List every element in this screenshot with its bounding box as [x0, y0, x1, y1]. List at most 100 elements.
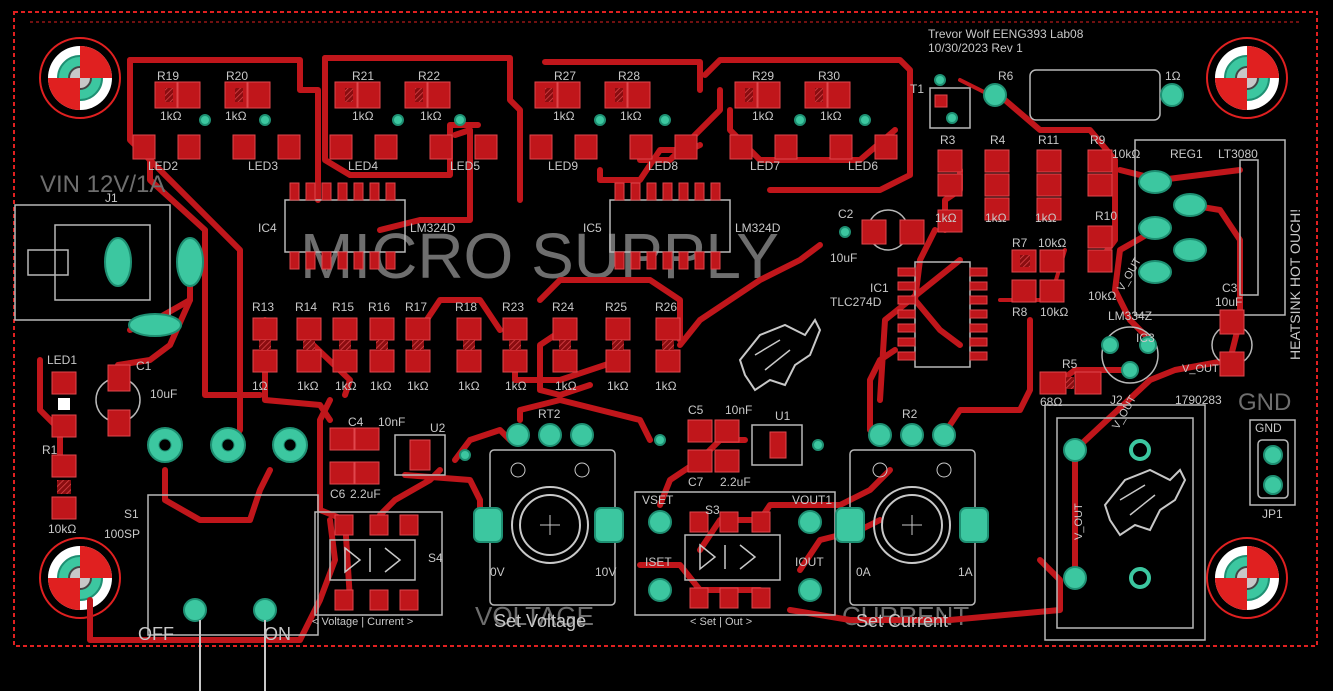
c7-label: C7 — [688, 475, 704, 489]
c6-label: C6 — [330, 487, 346, 501]
power-test-points — [147, 427, 308, 463]
author-line: Trevor Wolf EENG393 Lab08 — [928, 27, 1084, 41]
resistor-pad — [655, 317, 681, 341]
vout1-label: VOUT1 — [792, 493, 832, 507]
u1-label: U1 — [775, 409, 791, 423]
ic-pin — [321, 182, 332, 201]
rt2-label: RT2 — [538, 407, 561, 421]
ic-pin — [897, 267, 916, 277]
ic-pin — [678, 182, 689, 201]
voltage-current-switch-label: < Voltage | Current > — [312, 616, 413, 628]
r15-label: R15 — [332, 300, 354, 314]
one-a-label: 1A — [958, 565, 973, 579]
r2-current-potentiometer[interactable] — [835, 423, 989, 606]
led1 — [51, 371, 77, 438]
s1-power-switch[interactable] — [147, 494, 319, 691]
resistor-body — [303, 340, 315, 350]
resistor-pad — [456, 349, 482, 373]
ic-pin — [969, 323, 988, 333]
ic-pin — [662, 182, 673, 201]
resistor-row — [252, 317, 681, 373]
resistor-pad — [605, 349, 631, 373]
reg1-lt3080 — [1134, 139, 1286, 316]
ic1-label: IC1 — [870, 281, 889, 295]
ic-pin — [969, 295, 988, 305]
r11-label: R11 — [1038, 133, 1059, 147]
date-line: 10/30/2023 Rev 1 — [928, 41, 1023, 55]
r13-label: R13 — [252, 300, 274, 314]
rt2-voltage-potentiometer[interactable] — [473, 423, 624, 606]
r1-resistor — [51, 454, 77, 520]
r25-value: 1kΩ — [607, 379, 629, 393]
r25-label: R25 — [605, 300, 627, 314]
resistor-pad — [552, 349, 578, 373]
ic4-chip — [284, 182, 406, 270]
resistor-body — [376, 340, 388, 350]
iout-label: IOUT — [795, 555, 824, 569]
r20-value: 1kΩ — [225, 109, 247, 123]
ic5-label: IC5 — [583, 221, 602, 235]
c3-value: 10uF — [1215, 295, 1242, 309]
jp1-label: JP1 — [1262, 507, 1283, 521]
vin-label: VIN 12V/1A — [40, 171, 165, 198]
gnd-big-label: GND — [1238, 389, 1291, 416]
c4-label: C4 — [348, 415, 364, 429]
current-label: CURRENT — [842, 601, 969, 631]
ic-pin — [369, 182, 380, 201]
ic-pin — [369, 251, 380, 270]
u2-label: U2 — [430, 421, 446, 435]
ic-pin — [897, 281, 916, 291]
ic-pin — [305, 251, 316, 270]
r23-value: 1kΩ — [505, 379, 527, 393]
heatsink-label: HEATSINK HOT OUCH! — [1287, 209, 1303, 360]
r30-label: R30 — [818, 69, 840, 83]
iset-label: ISET — [645, 555, 672, 569]
led-indicator-group-2 — [329, 81, 498, 160]
r26-label: R26 — [655, 300, 677, 314]
donkey-logo-icon — [738, 318, 822, 392]
reg1-label: REG1 — [1170, 147, 1203, 161]
c1-capacitor — [95, 364, 141, 437]
r5-label: R5 — [1062, 357, 1078, 371]
lm334z-label: LM334Z — [1108, 309, 1152, 323]
r5-value: 68Ω — [1040, 395, 1062, 409]
r21-label: R21 — [352, 69, 374, 83]
c5-label: C5 — [688, 403, 704, 417]
c4-c6-u2 — [329, 427, 471, 485]
r29-value: 1kΩ — [752, 109, 774, 123]
lt3080-label: LT3080 — [1218, 147, 1258, 161]
ic-pin — [694, 251, 705, 270]
jp1-gnd-header — [1249, 419, 1296, 506]
led9-label: LED9 — [548, 159, 578, 173]
r28-label: R28 — [618, 69, 640, 83]
r6-label: R6 — [998, 69, 1014, 83]
set-current-label: Set Current — [856, 611, 948, 631]
c3-label: C3 — [1222, 281, 1238, 295]
s3-set-out-switch[interactable] — [634, 491, 836, 616]
r6-value: 1Ω — [1165, 69, 1181, 83]
c2-label: C2 — [838, 207, 854, 221]
r6-power-resistor — [983, 69, 1184, 121]
ic-pin — [969, 337, 988, 347]
t1-transistor — [929, 74, 971, 129]
ic-pin — [353, 182, 364, 201]
resistor-pad — [552, 317, 578, 341]
r22-label: R22 — [418, 69, 440, 83]
r17-value: 1kΩ — [407, 379, 429, 393]
ic-pin — [337, 182, 348, 201]
c1-value: 10uF — [150, 387, 177, 401]
r7-r8-resistors — [1011, 249, 1065, 303]
resistor-body — [412, 340, 424, 350]
ic-pin — [678, 251, 689, 270]
resistor-body — [259, 340, 271, 350]
s4-mode-switch[interactable] — [314, 511, 443, 616]
mounting-hole-icon — [39, 37, 121, 119]
r24-label: R24 — [552, 300, 574, 314]
resistor-body — [559, 340, 571, 350]
ic-pin — [385, 251, 396, 270]
zero-a-label: 0A — [856, 565, 871, 579]
r7-value: 10kΩ — [1038, 236, 1066, 250]
ic-pin — [289, 251, 300, 270]
resistor-body — [509, 340, 521, 350]
